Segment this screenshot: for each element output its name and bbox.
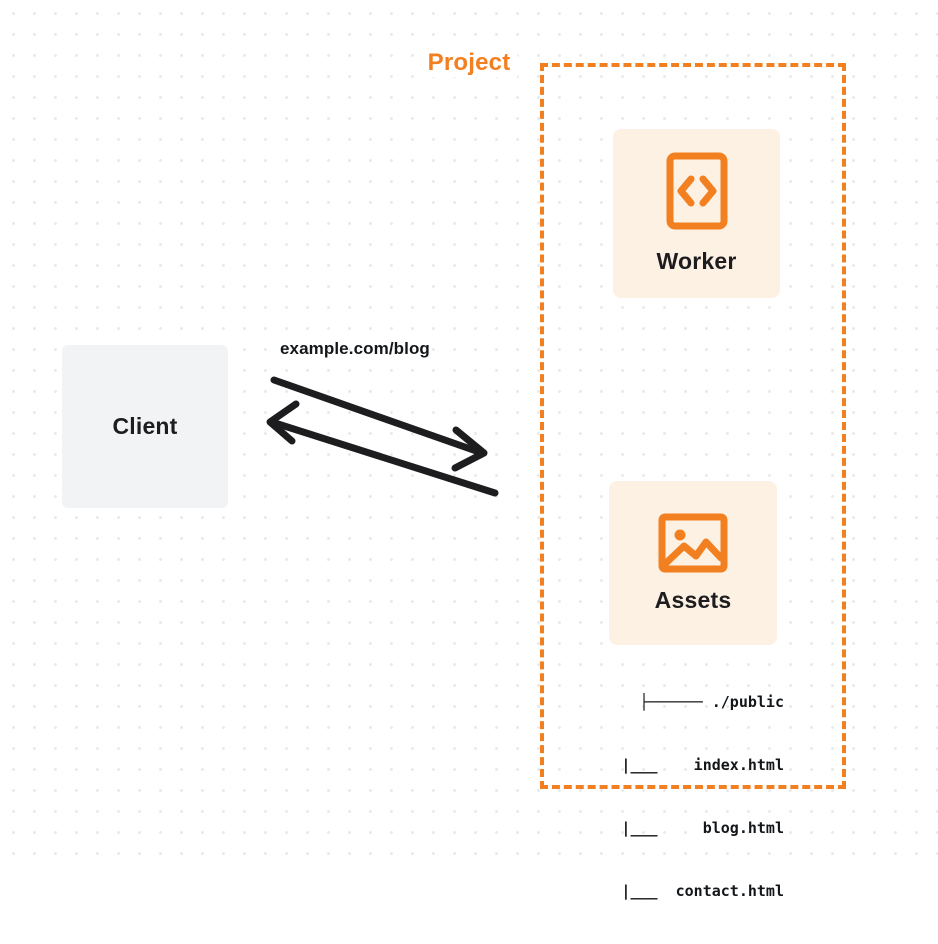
assets-file-tree: ├────── ./public |___ index.html |___ bl… [560, 650, 784, 944]
file-tree-row: ├────── ./public [639, 693, 785, 711]
project-title: Project [420, 49, 518, 77]
client-node[interactable]: Client [62, 345, 228, 508]
project-container [540, 63, 846, 789]
file-tree-row: |___ index.html [567, 756, 784, 774]
file-tree-row: |___ blog.html [567, 819, 784, 837]
response-arrow [266, 400, 499, 497]
assets-node[interactable]: Assets [609, 481, 777, 645]
client-label: Client [112, 413, 178, 439]
worker-node[interactable]: Worker [613, 129, 780, 298]
code-brackets-icon [666, 152, 728, 230]
request-arrow [270, 376, 488, 472]
image-icon [658, 513, 728, 573]
file-tree-row: |___ contact.html [567, 882, 784, 900]
diagram-canvas: Client Project Worker Assets [0, 0, 938, 900]
assets-label: Assets [654, 586, 732, 613]
worker-label: Worker [656, 248, 737, 274]
connection-label: example.com/blog [280, 339, 430, 358]
